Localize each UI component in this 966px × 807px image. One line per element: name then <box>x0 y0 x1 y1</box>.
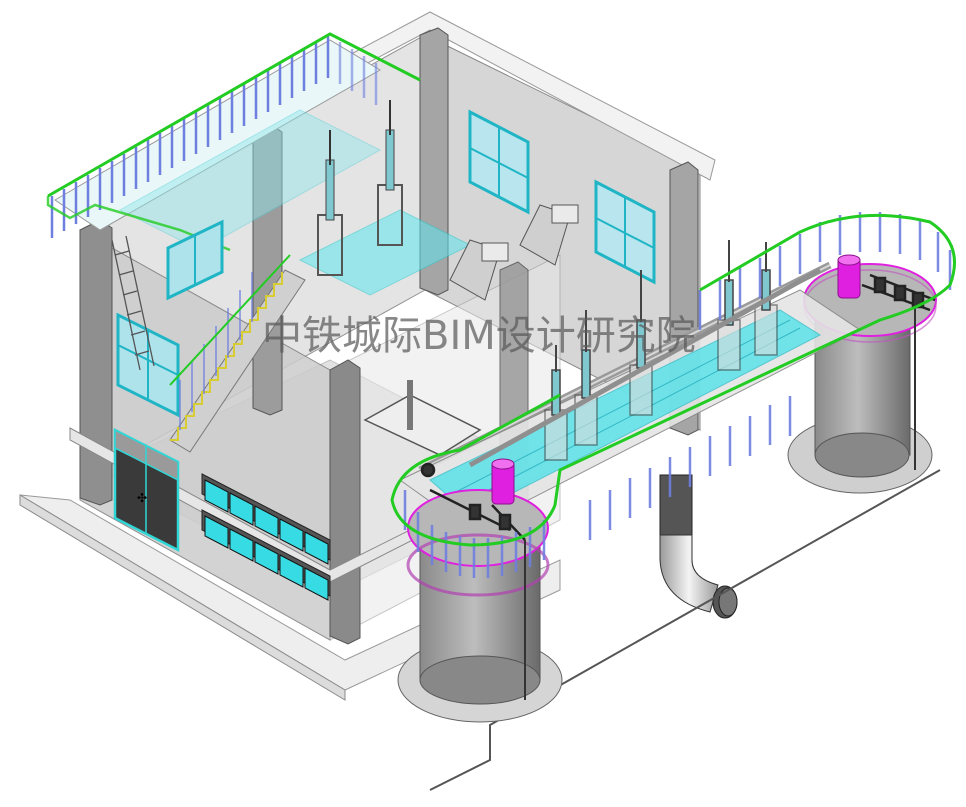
channel-gates <box>544 240 778 461</box>
main-building <box>69 11 716 645</box>
entrance-door: ✣ <box>113 427 180 553</box>
gate-hoist-2 <box>377 100 403 246</box>
window-row-upper <box>201 473 331 565</box>
interior-gates <box>298 100 579 456</box>
tank-right <box>787 254 937 494</box>
gate-hoist-4 <box>574 310 598 446</box>
channel-pipe <box>468 267 822 468</box>
stairs <box>169 254 306 453</box>
channel-handrail <box>390 213 956 547</box>
railing-handrail-inner <box>46 196 231 252</box>
ladder <box>111 235 155 371</box>
channel-railing <box>390 212 956 578</box>
door-handle-icon: ✣ <box>137 491 147 505</box>
railing-posts <box>50 36 378 238</box>
roof-walkway <box>46 32 421 252</box>
bar-screen-2 <box>519 204 579 266</box>
window-back-2 <box>594 179 656 285</box>
bar-screen-1 <box>449 239 509 301</box>
valve-manifold-left <box>420 462 526 541</box>
window-bank <box>201 473 331 601</box>
pump-right <box>837 254 861 299</box>
window-back-1 <box>468 109 530 215</box>
upper-window <box>166 219 224 301</box>
window-row-lower <box>201 509 331 601</box>
railing-handrail <box>47 32 421 198</box>
gate-hoist-7 <box>754 242 778 356</box>
pump-left <box>491 458 515 505</box>
elbow-pipe <box>659 474 738 619</box>
gate-hoist-6 <box>717 240 741 371</box>
tank-left <box>397 458 563 723</box>
back-windows <box>468 109 656 285</box>
gate-hoist-1 <box>317 130 343 276</box>
drain-line <box>429 469 941 791</box>
gate-hoist-5 <box>629 270 653 416</box>
